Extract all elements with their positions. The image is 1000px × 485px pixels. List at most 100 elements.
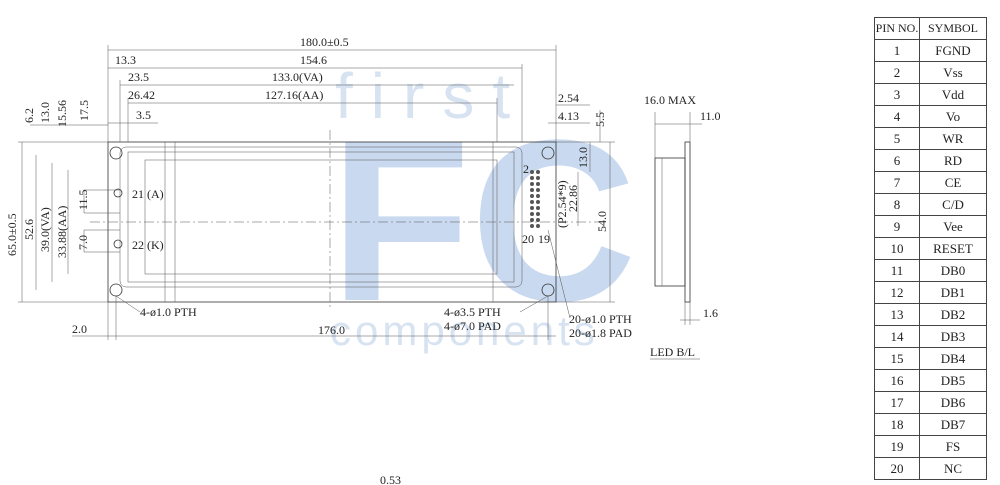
module-front-view bbox=[90, 130, 600, 310]
left-dimension-lines bbox=[18, 124, 120, 303]
pin-21-label: 21 (A) bbox=[132, 187, 164, 201]
dim-11-5: 11.5 bbox=[76, 189, 90, 210]
pin-symbol-cell: NC bbox=[919, 457, 987, 480]
callout-20-pth: 20-ø1.0 PTH bbox=[569, 312, 632, 326]
pin-symbol-cell: Vss bbox=[919, 61, 987, 84]
pin-number-cell: 10 bbox=[874, 237, 920, 260]
pin-symbol-cell: Vee bbox=[919, 215, 987, 238]
dim-1-6: 1.6 bbox=[703, 306, 718, 320]
dim-133-va: 133.0(VA) bbox=[272, 70, 323, 84]
mounting-hole-bl bbox=[109, 283, 123, 297]
pin-symbol-cell: CE bbox=[919, 171, 987, 194]
dim-33-88-aa: 33.88(AA) bbox=[55, 206, 69, 258]
dim-26-42: 26.42 bbox=[128, 88, 155, 102]
mounting-hole-tr bbox=[541, 146, 555, 160]
dim-overall-width: 180.0±0.5 bbox=[300, 35, 349, 49]
header-pin-no: PIN NO. bbox=[874, 17, 920, 40]
pin-symbol-cell: WR bbox=[919, 127, 987, 150]
dim-54-0: 54.0 bbox=[595, 211, 609, 232]
pin-symbol-cell: FS bbox=[919, 435, 987, 458]
dim-13-0-right: 13.0 bbox=[576, 147, 590, 168]
mounting-hole-tl bbox=[109, 146, 123, 160]
pin-number-cell: 3 bbox=[874, 83, 920, 106]
pin-number-cell: 16 bbox=[874, 369, 920, 392]
pin-symbol-cell: FGND bbox=[919, 39, 987, 62]
pin-symbol-cell: DB0 bbox=[919, 259, 987, 282]
pin-symbol-cell: Vo bbox=[919, 105, 987, 128]
pin-20-label: 20 bbox=[522, 232, 534, 246]
pin-number-cell: 8 bbox=[874, 193, 920, 216]
bottom-partial-label: 0.53 bbox=[380, 473, 401, 485]
dim-65-0: 65.0±0.5 bbox=[5, 213, 19, 256]
pin-19-label: 19 bbox=[538, 232, 550, 246]
pin-22-label: 22 (K) bbox=[132, 238, 164, 252]
right-dimension-lines bbox=[556, 110, 615, 303]
table-header-row: PIN NO. SYMBOL bbox=[874, 17, 987, 40]
pin-2-label: 2 bbox=[523, 162, 529, 176]
watermark: first FC components bbox=[330, 60, 637, 354]
dim-52-6: 52.6 bbox=[22, 219, 36, 240]
pin-symbol-cell: DB7 bbox=[919, 413, 987, 436]
dim-22-86: 22.86 bbox=[566, 185, 580, 212]
pin-symbol-cell: DB6 bbox=[919, 391, 987, 414]
pin-number-cell: 14 bbox=[874, 325, 920, 348]
pin-number-cell: 6 bbox=[874, 149, 920, 172]
pin-number-cell: 4 bbox=[874, 105, 920, 128]
dim-127-aa: 127.16(AA) bbox=[265, 88, 323, 102]
side-pcb bbox=[684, 141, 691, 303]
dim-23-5: 23.5 bbox=[128, 70, 149, 84]
dim-16-max: 16.0 MAX bbox=[644, 93, 696, 107]
lcd-module-drawing: first FC components bbox=[5, 35, 721, 485]
pin-number-cell: 7 bbox=[874, 171, 920, 194]
pin-symbol-cell: Vdd bbox=[919, 83, 987, 106]
aa-outline bbox=[144, 159, 498, 275]
pin-symbol-cell: C/D bbox=[919, 193, 987, 216]
pin-symbol-cell: RESET bbox=[919, 237, 987, 260]
pin-symbol-cell: DB3 bbox=[919, 325, 987, 348]
pin-number-cell: 19 bbox=[874, 435, 920, 458]
callout-4-7-pad: 4-ø7.0 PAD bbox=[444, 319, 501, 333]
callout-4-3-5-pth: 4-ø3.5 PTH bbox=[444, 305, 501, 319]
pin-number-cell: 15 bbox=[874, 347, 920, 370]
top-dimension-lines bbox=[107, 45, 590, 142]
dim-39-va: 39.0(VA) bbox=[38, 207, 52, 252]
dim-176: 176.0 bbox=[318, 323, 345, 337]
dim-13-0-left: 13.0 bbox=[38, 102, 52, 123]
pin-symbol-cell: DB2 bbox=[919, 303, 987, 326]
dim-5-5: 5.5 bbox=[593, 112, 607, 127]
pin-symbol-cell: DB1 bbox=[919, 281, 987, 304]
dim-15-56: 15.56 bbox=[55, 100, 69, 127]
va-outline bbox=[127, 151, 515, 283]
dim-2-54: 2.54 bbox=[558, 91, 579, 105]
watermark-bottom-text: components bbox=[330, 307, 599, 354]
watermark-top-text: first bbox=[335, 60, 528, 132]
dim-17-5: 17.5 bbox=[77, 100, 91, 121]
pin-number-cell: 17 bbox=[874, 391, 920, 414]
dim-4-13: 4.13 bbox=[558, 109, 579, 123]
pin-22-hole bbox=[113, 239, 123, 249]
dim-154-6: 154.6 bbox=[300, 53, 327, 67]
callout-4-pth: 4-ø1.0 PTH bbox=[140, 305, 197, 319]
pin-number-cell: 1 bbox=[874, 39, 920, 62]
led-bl-label: LED B/L bbox=[650, 345, 695, 359]
dim-2-0: 2.0 bbox=[72, 322, 87, 336]
bottom-dimension-lines bbox=[72, 229, 571, 340]
pin-number-cell: 12 bbox=[874, 281, 920, 304]
dim-pitch: (P2.54*9) bbox=[555, 180, 569, 228]
connector-pins bbox=[530, 170, 540, 228]
